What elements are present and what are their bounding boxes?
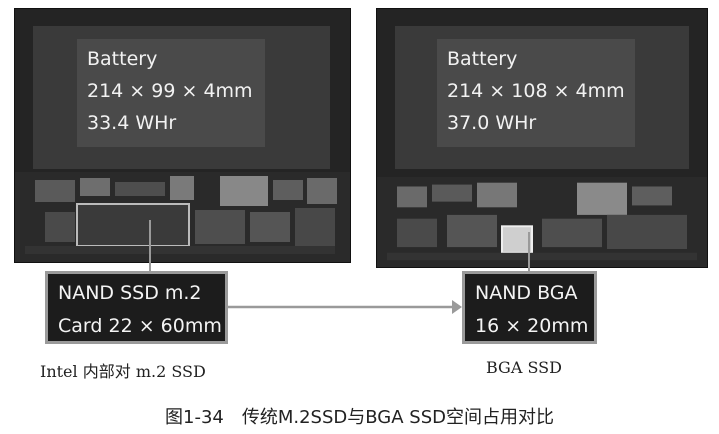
left-battery-title: Battery xyxy=(87,48,158,70)
left-pcb-components xyxy=(15,172,350,262)
right-pcb-components xyxy=(377,177,707,267)
comparison-arrow-head xyxy=(452,300,462,314)
right-battery-label: Battery 214 × 108 × 4mm 37.0 WHr xyxy=(437,39,635,147)
left-ssd-line1: NAND SSD m.2 xyxy=(58,282,202,304)
right-board-photo: Battery 214 × 108 × 4mm 37.0 WHr xyxy=(376,8,708,268)
right-battery-capacity: 37.0 WHr xyxy=(447,112,537,134)
right-caption: BGA SSD xyxy=(486,358,562,377)
left-board-photo: Battery 214 × 99 × 4mm 33.4 WHr xyxy=(14,8,351,263)
right-ssd-line1: NAND BGA xyxy=(475,282,578,304)
left-ssd-line2: Card 22 × 60mm xyxy=(58,315,222,337)
right-ssd-line2: 16 × 20mm xyxy=(475,315,589,337)
left-battery-dimensions: 214 × 99 × 4mm xyxy=(87,80,253,102)
left-battery-label: Battery 214 × 99 × 4mm 33.4 WHr xyxy=(77,39,265,147)
right-battery-dimensions: 214 × 108 × 4mm xyxy=(447,80,625,102)
left-ssd-callout: NAND SSD m.2 Card 22 × 60mm xyxy=(45,271,228,344)
right-battery-title: Battery xyxy=(447,48,518,70)
left-caption: Intel 内部对 m.2 SSD xyxy=(40,362,206,381)
right-ssd-callout: NAND BGA 16 × 20mm xyxy=(462,271,597,344)
figure-title: 图1-34 传统M.2SSD与BGA SSD空间占用对比 xyxy=(165,407,554,428)
left-battery-capacity: 33.4 WHr xyxy=(87,112,177,134)
